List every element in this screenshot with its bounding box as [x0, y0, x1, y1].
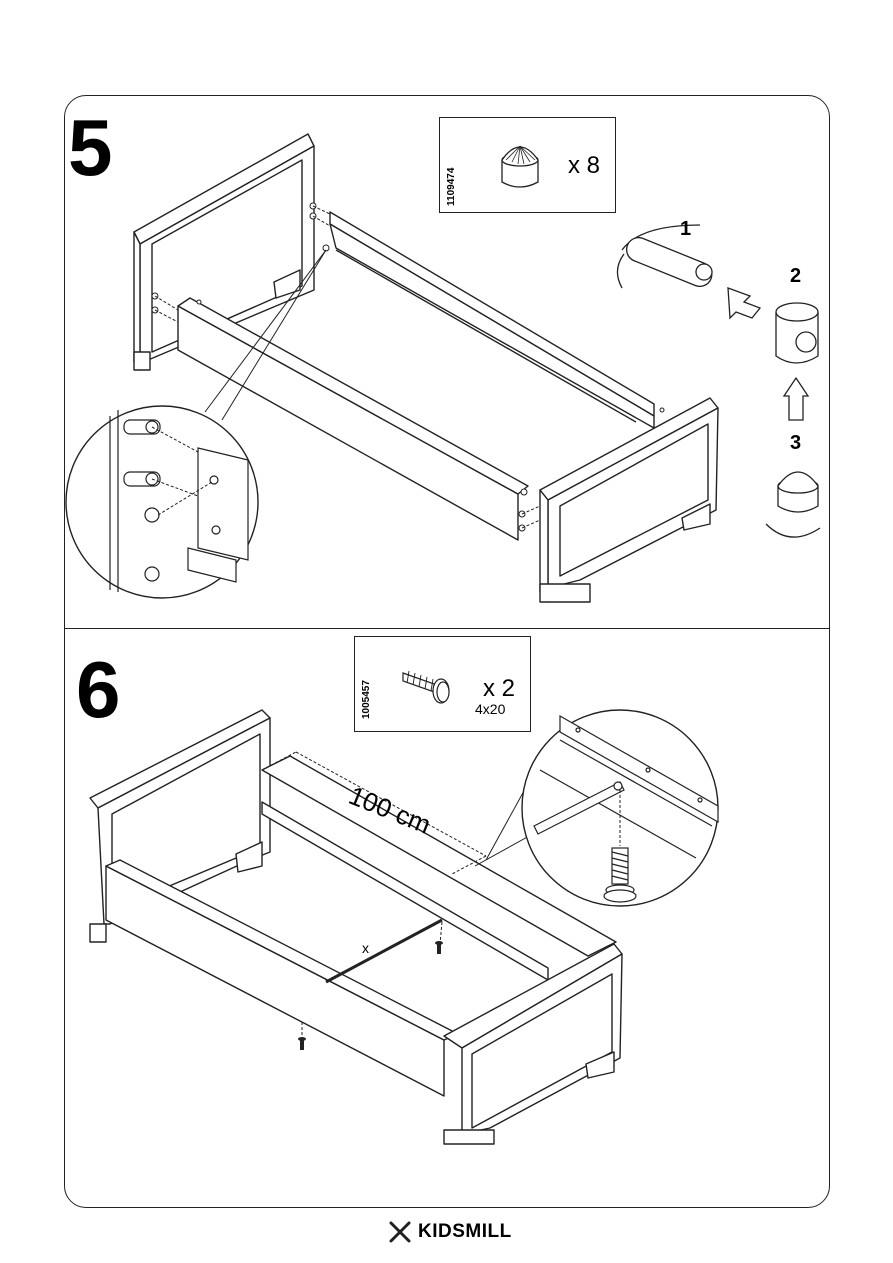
brand-logo: KIDSMILL: [388, 1218, 512, 1246]
crossed-tools-icon: [388, 1220, 412, 1244]
brand-name: KIDSMILL: [418, 1221, 512, 1243]
slat-spacing-label: x: [362, 940, 369, 956]
